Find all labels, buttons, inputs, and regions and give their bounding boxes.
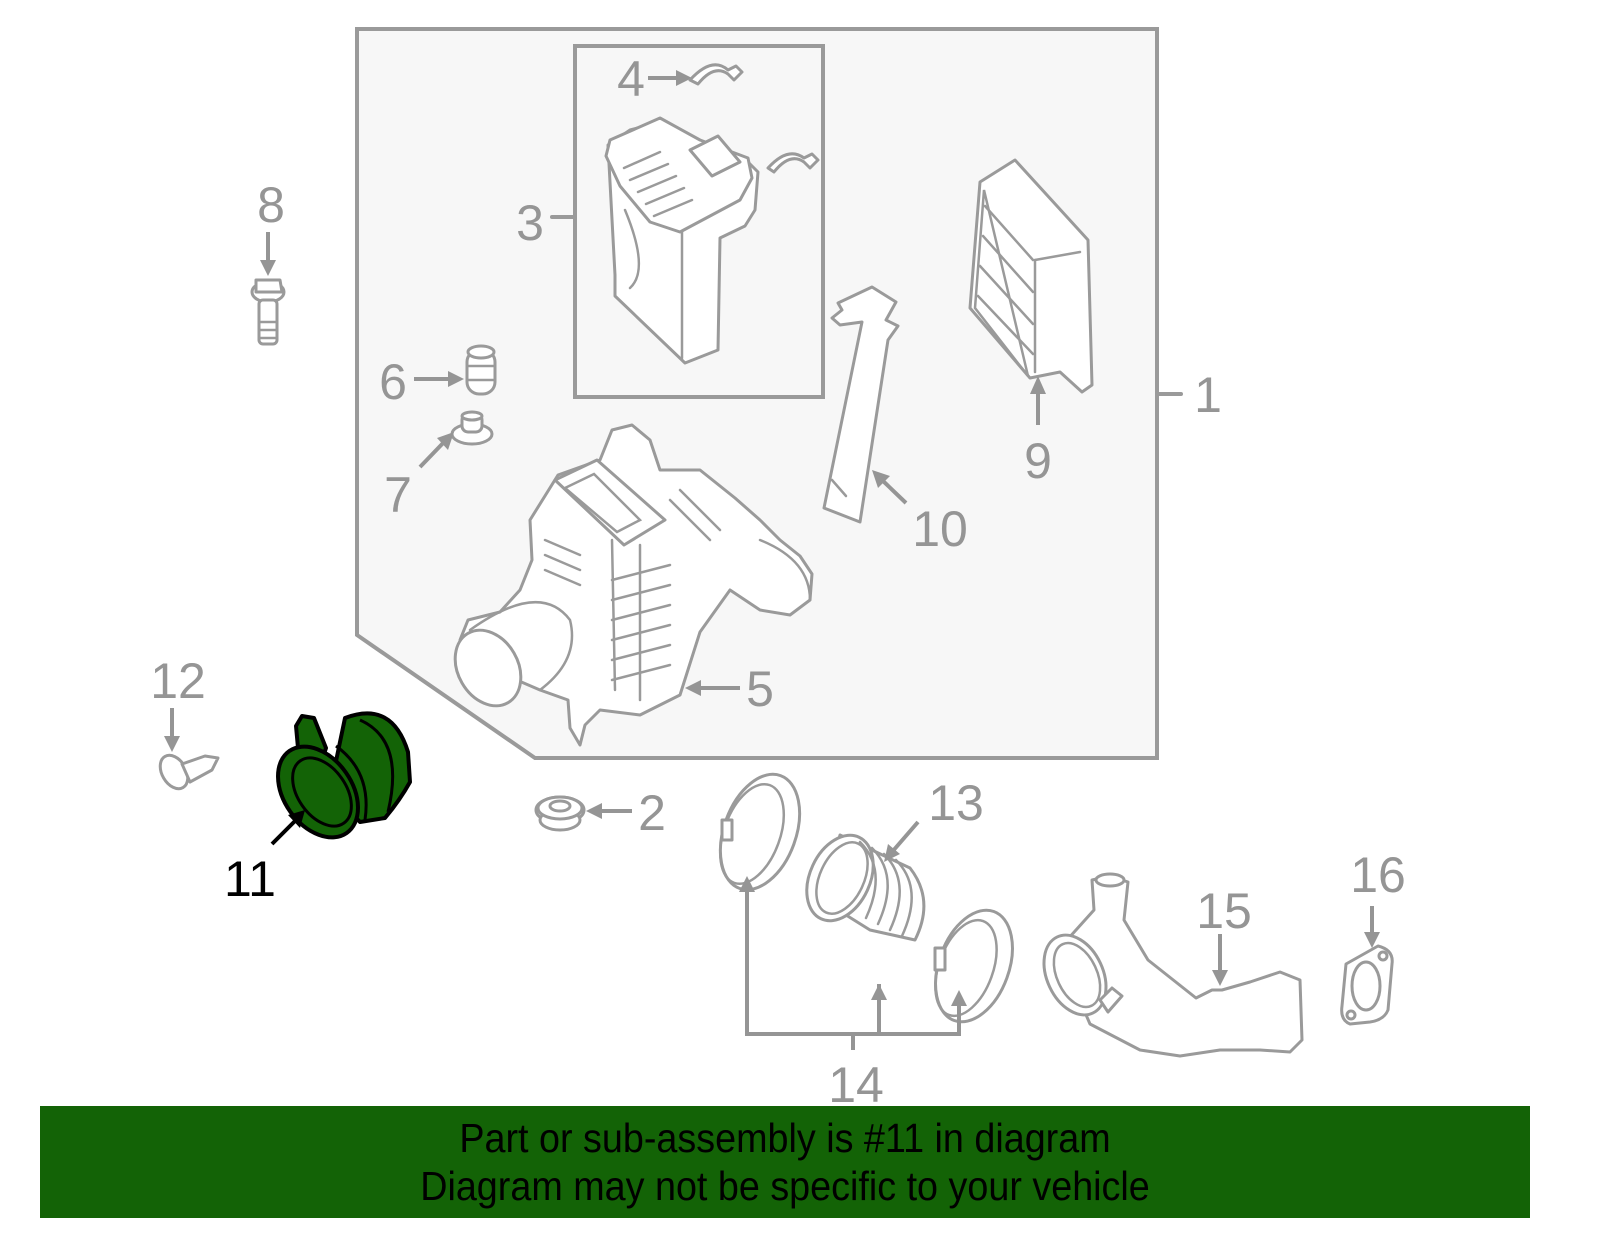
part-13-hose: 13 [805, 775, 984, 942]
part-5-air-box: 5 [453, 423, 814, 747]
part-7-grommet: 7 [384, 410, 494, 523]
banner-line-1: Part or sub-assembly is #11 in diagram [459, 1115, 1111, 1161]
part-4-clip: 4 [617, 51, 820, 174]
info-banner: Part or sub-assembly is #11 in diagram D… [40, 1106, 1530, 1218]
part-10-bracket: 10 [822, 285, 968, 557]
part-15-intake-pipe: 15 [1042, 872, 1304, 1058]
callout-6[interactable]: 6 [379, 354, 407, 410]
part-8-bolt: 8 [250, 177, 286, 346]
callout-5[interactable]: 5 [746, 661, 774, 717]
callout-16[interactable]: 16 [1350, 847, 1406, 903]
part-14-clamps: 14 [718, 772, 1014, 1113]
part-12-clip: 12 [150, 653, 220, 791]
callout-14[interactable]: 14 [828, 1057, 884, 1113]
part-3-air-duct [604, 116, 760, 365]
callout-13[interactable]: 13 [928, 775, 984, 831]
callout-12[interactable]: 12 [150, 653, 206, 709]
part-16-gasket: 16 [1340, 847, 1406, 1026]
callout-7[interactable]: 7 [384, 467, 412, 523]
callout-11[interactable]: 11 [224, 851, 276, 907]
banner-line-2: Diagram may not be specific to your vehi… [420, 1163, 1150, 1209]
callout-4[interactable]: 4 [617, 51, 645, 107]
callout-1[interactable]: 1 [1194, 367, 1222, 423]
callout-3[interactable]: 3 [516, 195, 544, 251]
callout-2[interactable]: 2 [638, 785, 666, 841]
part-11-highlighted[interactable]: 11 [224, 711, 412, 907]
part-9-air-filter: 9 [968, 158, 1094, 489]
callout-9[interactable]: 9 [1024, 433, 1052, 489]
part-6-grommet: 6 [379, 344, 497, 410]
part-2-grommet: 2 [534, 785, 666, 841]
callout-8[interactable]: 8 [257, 177, 285, 233]
callout-15[interactable]: 15 [1196, 883, 1252, 939]
callout-10[interactable]: 10 [912, 501, 968, 557]
